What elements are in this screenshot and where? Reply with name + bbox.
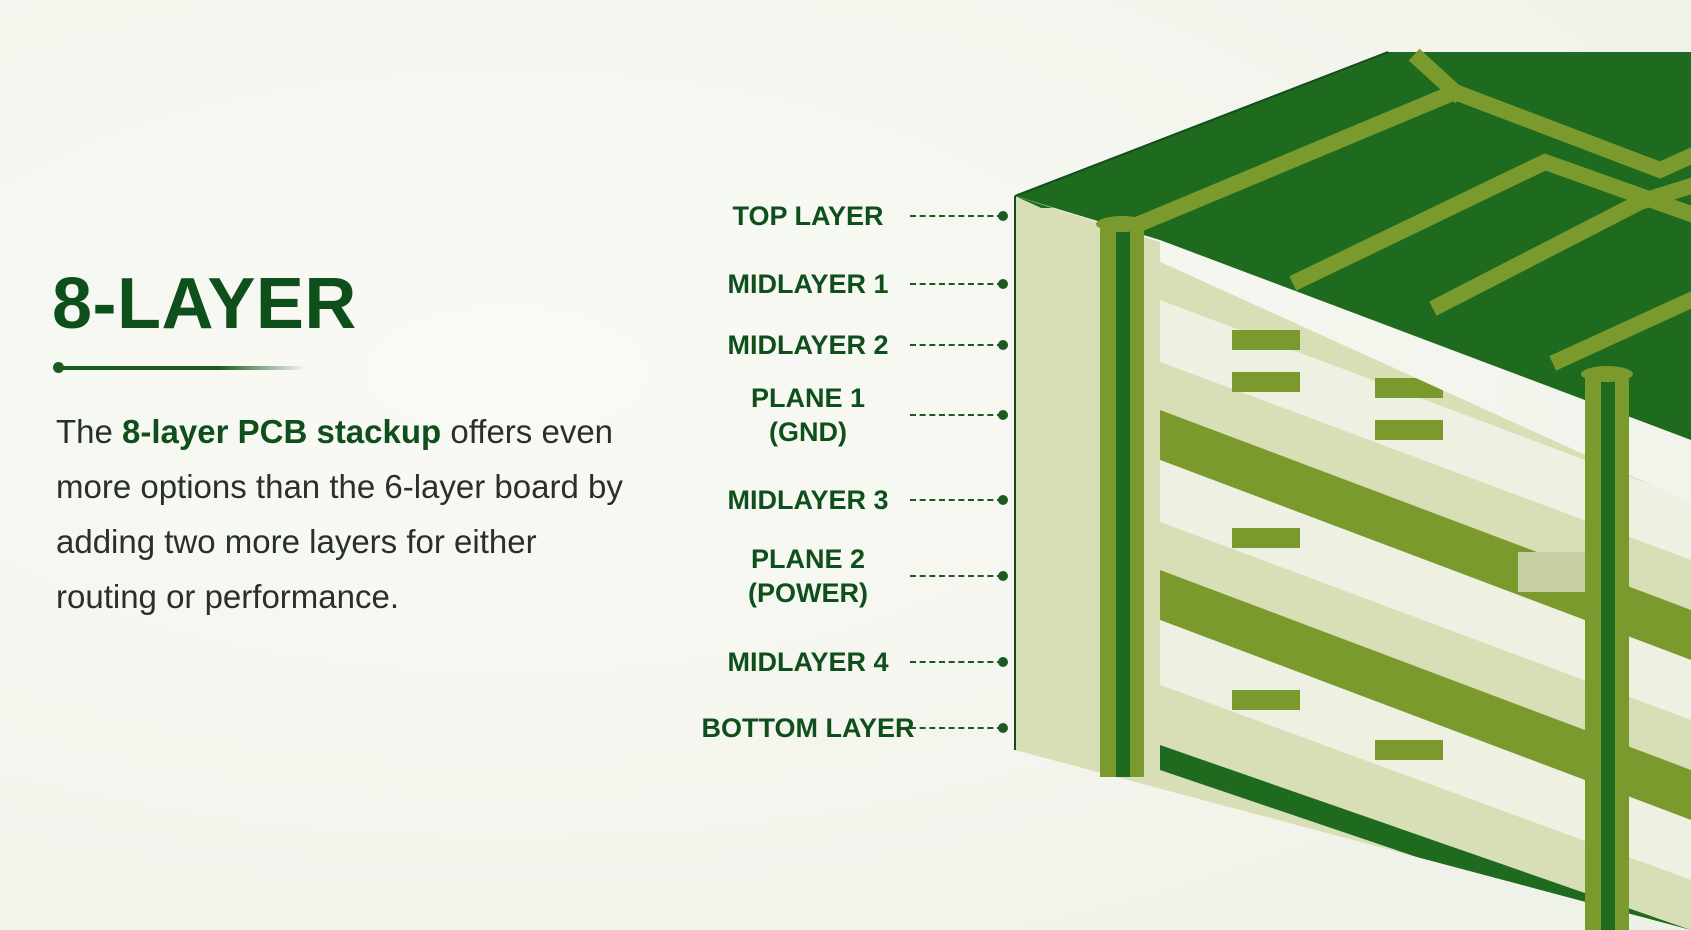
description-paragraph: The 8-layer PCB stackup offers even more… [56, 404, 636, 624]
description-highlight: 8-layer PCB stackup [122, 413, 442, 450]
layer-leader-line-8 [910, 727, 1003, 729]
layer-leader-dot-5 [998, 495, 1008, 505]
page-title: 8-LAYER [52, 264, 357, 344]
layer-leader-dot-1 [998, 211, 1008, 221]
title-underline-dot [53, 362, 64, 373]
layer-label-7: MIDLAYER 4 [727, 647, 889, 677]
title-underline [56, 366, 306, 370]
layer-leader-dot-3 [998, 340, 1008, 350]
layer-label-3: MIDLAYER 2 [727, 330, 889, 360]
description-lead: The [56, 413, 123, 450]
layer-leader-dot-7 [998, 657, 1008, 667]
layer-label-4: PLANE 1 (GND) [750, 383, 866, 447]
layer-leader-line-1 [910, 215, 1003, 217]
front-trace-pads [1232, 330, 1598, 760]
layer-leader-line-7 [910, 661, 1003, 663]
description-rest: offers even more options than the 6-laye… [56, 413, 623, 615]
pcb-top-traces [1109, 48, 1691, 371]
layer-leader-line-2 [910, 283, 1003, 285]
pcb-edges [1014, 51, 1389, 750]
layer-label-8: BOTTOM LAYER [701, 713, 915, 743]
pcb-vias [1096, 216, 1633, 930]
layer-label-5: MIDLAYER 3 [727, 485, 889, 515]
layer-leader-dot-8 [998, 723, 1008, 733]
layer-label-1: TOP LAYER [732, 201, 884, 231]
layer-leader-dot-6 [998, 571, 1008, 581]
layer-leader-line-6 [910, 575, 1003, 577]
layer-leader-dot-2 [998, 279, 1008, 289]
layer-leader-line-5 [910, 499, 1003, 501]
layer-label-6: PLANE 2 (POWER) [748, 544, 868, 608]
layer-leader-line-3 [910, 344, 1003, 346]
layer-label-2: MIDLAYER 1 [727, 269, 889, 299]
layer-leader-dot-4 [998, 410, 1008, 420]
layer-leader-line-4 [910, 414, 1003, 416]
